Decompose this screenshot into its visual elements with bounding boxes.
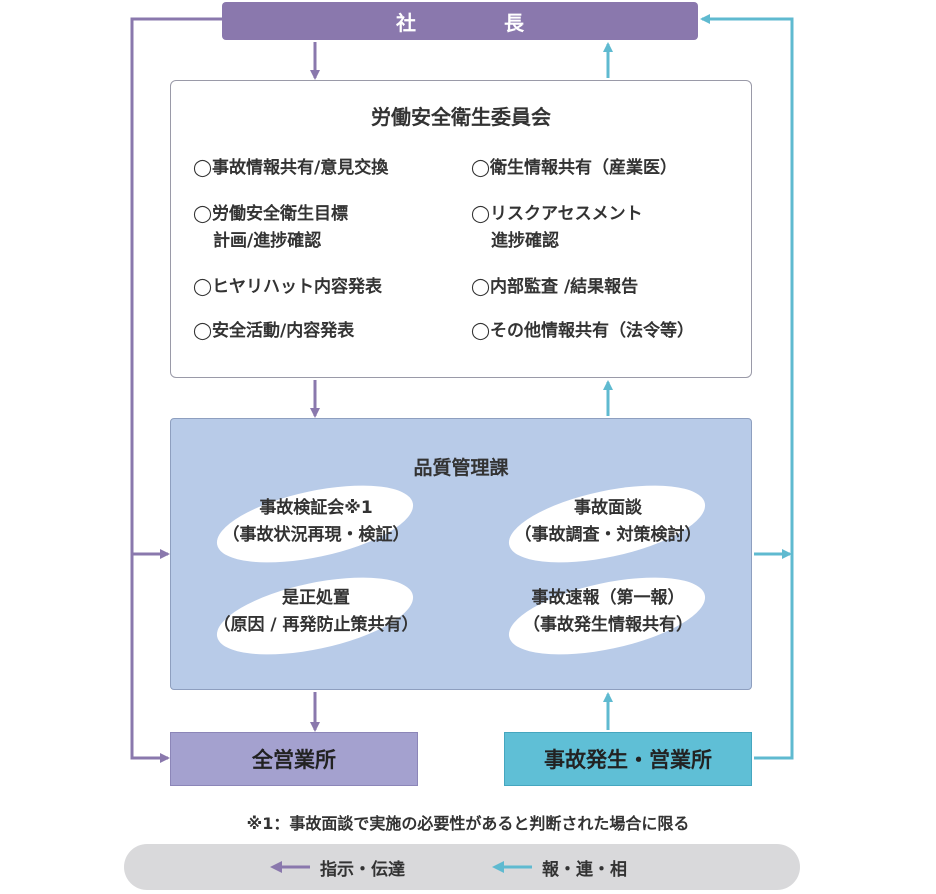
legend: 指示・伝達 報・連・相 [124, 844, 800, 890]
left-arrow-icon [492, 861, 532, 873]
all-offices-box: 全営業所 [170, 732, 418, 786]
committee-agenda-item: ◯事故情報共有/意見交換 [193, 158, 389, 178]
quality-title: 品質管理課 [413, 457, 509, 479]
committee-agenda-item: ◯リスクアセスメント 進捗確認 [471, 204, 643, 251]
legend-instruction-label: 指示・伝達 [320, 859, 405, 880]
quality-item: 事故面談 （事故調査・対策検討） [514, 498, 702, 545]
incident-office-box: 事故発生・営業所 [504, 732, 752, 786]
committee-agenda-item: ◯その他情報共有（法令等） [471, 321, 695, 341]
committee-agenda-item: ◯安全活動/内容発表 [193, 321, 355, 341]
safety-committee-box: 労働安全衛生委員会 ◯事故情報共有/意見交換 ◯労働安全衛生目標 計画/進捗確認… [170, 80, 752, 378]
legend-report-label: 報・連・相 [542, 859, 627, 880]
quality-item: 是正処置 （原因 / 再発防止策共有） [213, 588, 419, 635]
quality-item: 事故検証会※1 （事故状況再現・検証） [222, 498, 410, 545]
legend-instruction: 指示・伝達 [270, 844, 405, 890]
incident-right-trunk [700, 14, 794, 760]
footnote: ※1：事故面談で実施の必要性があると判断された場合に限る [246, 814, 690, 833]
committee-agenda-item: ◯内部監査 /結果報告 [471, 277, 639, 297]
president-left-trunk [130, 17, 222, 763]
committee-agenda-item: ◯衛生情報共有（産業医） [471, 158, 678, 178]
legend-report: 報・連・相 [492, 844, 627, 890]
committee-agenda-item: ◯労働安全衛生目標 計画/進捗確認 [193, 204, 349, 251]
incident-office-label: 事故発生・営業所 [544, 748, 712, 772]
instruction-flow-lines [130, 17, 320, 763]
all-offices-label: 全営業所 [252, 748, 336, 772]
report-flow-lines [603, 14, 794, 760]
quality-item: 事故速報（第一報） （事故発生情報共有） [523, 588, 693, 635]
left-arrow-icon [270, 861, 310, 873]
quality-control-box: 品質管理課 事故検証会※1 （事故状況再現・検証） 事故面談 （事故調査・対策検… [170, 418, 752, 690]
committee-title: 労働安全衛生委員会 [371, 105, 551, 129]
committee-agenda-item: ◯ヒヤリハット内容発表 [193, 277, 383, 297]
president-box: 社 長 [222, 2, 698, 40]
president-label: 社 長 [396, 10, 558, 35]
